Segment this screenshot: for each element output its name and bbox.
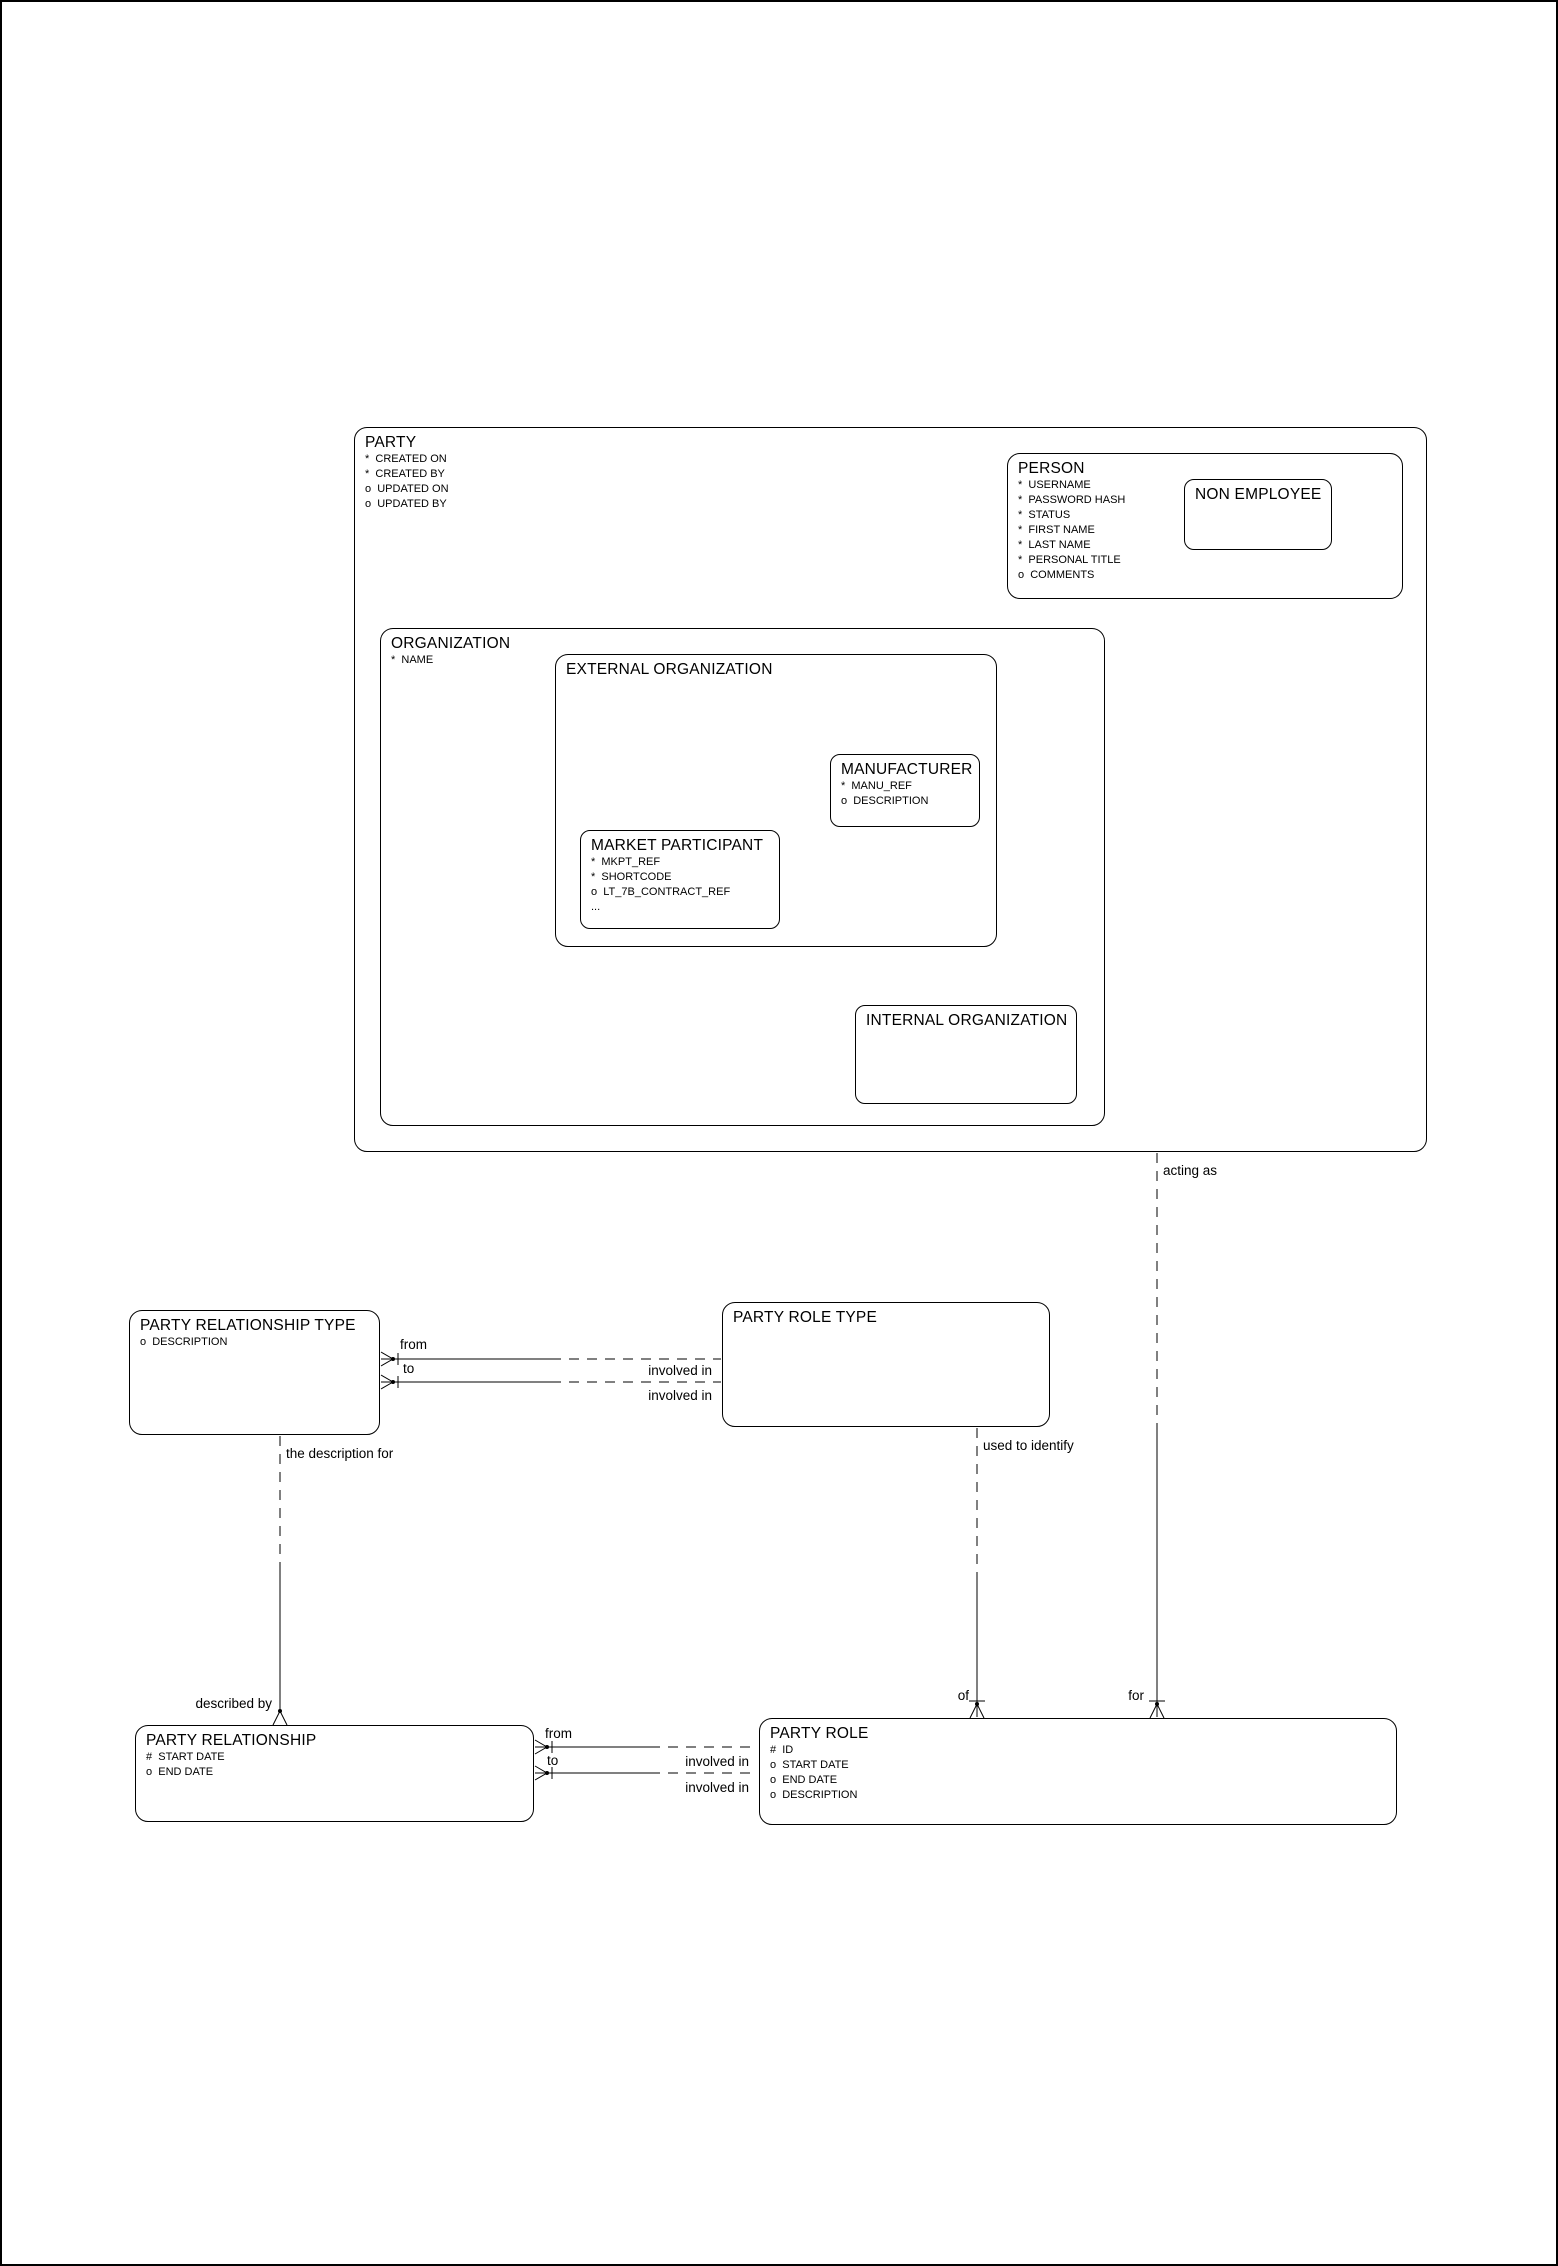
entity-external-organization[interactable]: EXTERNAL ORGANIZATION MANUFACTURER * MAN…	[555, 654, 997, 947]
entity-party-title: PARTY	[365, 434, 417, 451]
attribute-row: * CREATED ON	[365, 453, 447, 465]
attribute-row: * STATUS	[1018, 509, 1071, 521]
entity-party-role-type[interactable]: PARTY ROLE TYPE	[722, 1302, 1050, 1427]
relationship-label-from: from	[545, 1726, 572, 1741]
attribute-row: o START DATE	[770, 1759, 849, 1771]
relationship-label-involved-in: involved in	[648, 1388, 712, 1403]
relationship-label-for: for	[1128, 1688, 1144, 1703]
entity-external-organization-title: EXTERNAL ORGANIZATION	[566, 661, 773, 678]
attribute-row: * PERSONAL TITLE	[1018, 554, 1121, 566]
attribute-row: o LT_7B_CONTRACT_REF	[591, 886, 731, 898]
relationship-label-involved-in: involved in	[685, 1780, 749, 1795]
attribute-row: o COMMENTS	[1018, 569, 1095, 581]
attribute-row: o DESCRIPTION	[140, 1336, 228, 1348]
attribute-row: o UPDATED BY	[365, 498, 447, 510]
attribute-row: # ID	[770, 1744, 794, 1756]
entity-manufacturer[interactable]: MANUFACTURER * MANU_REF o DESCRIPTION	[830, 754, 980, 827]
entity-market-participant-title: MARKET PARTICIPANT	[591, 837, 764, 854]
attribute-row: * MKPT_REF	[591, 856, 661, 868]
entity-party-role-title: PARTY ROLE	[770, 1725, 869, 1742]
entity-person[interactable]: PERSON * USERNAME * PASSWORD HASH * STAT…	[1007, 453, 1403, 599]
attribute-row: * NAME	[391, 654, 434, 666]
entity-non-employee-title: NON EMPLOYEE	[1195, 486, 1322, 503]
attribute-row: o DESCRIPTION	[770, 1789, 858, 1801]
relationship-label-of: of	[957, 1688, 969, 1703]
attribute-row: * LAST NAME	[1018, 539, 1091, 551]
entity-party[interactable]: PARTY * CREATED ON * CREATED BY o UPDATE…	[354, 427, 1427, 1152]
relationship-label-acting-as: acting as	[1163, 1163, 1218, 1178]
entity-non-employee[interactable]: NON EMPLOYEE	[1184, 479, 1332, 550]
attribute-row: o END DATE	[146, 1766, 214, 1778]
relationship-label-described-by: described by	[195, 1696, 272, 1711]
attribute-row: # START DATE	[146, 1751, 225, 1763]
entity-party-relationship-type[interactable]: PARTY RELATIONSHIP TYPE o DESCRIPTION	[129, 1310, 380, 1435]
entity-manufacturer-title: MANUFACTURER	[841, 761, 973, 778]
attribute-row: * USERNAME	[1018, 479, 1091, 491]
entity-person-title: PERSON	[1018, 460, 1085, 477]
attribute-row: o END DATE	[770, 1774, 838, 1786]
attribute-row: * FIRST NAME	[1018, 524, 1095, 536]
entity-party-role[interactable]: PARTY ROLE # ID o START DATE o END DATE …	[759, 1718, 1397, 1825]
entity-party-relationship-type-title: PARTY RELATIONSHIP TYPE	[140, 1317, 356, 1334]
entity-party-role-type-title: PARTY ROLE TYPE	[733, 1309, 877, 1326]
entity-internal-organization-title: INTERNAL ORGANIZATION	[866, 1012, 1068, 1029]
attribute-row: o DESCRIPTION	[841, 795, 929, 807]
entity-market-participant[interactable]: MARKET PARTICIPANT * MKPT_REF * SHORTCOD…	[580, 830, 780, 929]
attribute-row: * SHORTCODE	[591, 871, 672, 883]
relationship-label-used-to-identify: used to identify	[983, 1438, 1074, 1453]
relationship-label-involved-in: involved in	[685, 1754, 749, 1769]
entity-party-relationship[interactable]: PARTY RELATIONSHIP # START DATE o END DA…	[135, 1725, 534, 1822]
attribute-row: * PASSWORD HASH	[1018, 494, 1126, 506]
attribute-row: ...	[591, 901, 601, 913]
relationship-label-the-description-for: the description for	[286, 1446, 394, 1461]
relationship-label-to: to	[403, 1361, 415, 1376]
attribute-row: o UPDATED ON	[365, 483, 449, 495]
relationship-label-involved-in: involved in	[648, 1363, 712, 1378]
attribute-row: * CREATED BY	[365, 468, 445, 480]
entity-party-relationship-title: PARTY RELATIONSHIP	[146, 1732, 317, 1749]
entity-organization-title: ORGANIZATION	[391, 635, 511, 652]
relationship-label-to: to	[547, 1753, 559, 1768]
relationship-label-from: from	[400, 1337, 427, 1352]
entity-internal-organization[interactable]: INTERNAL ORGANIZATION	[855, 1005, 1077, 1104]
attribute-row: * MANU_REF	[841, 780, 912, 792]
entity-organization[interactable]: ORGANIZATION * NAME EXTERNAL ORGANIZATIO…	[380, 628, 1105, 1126]
